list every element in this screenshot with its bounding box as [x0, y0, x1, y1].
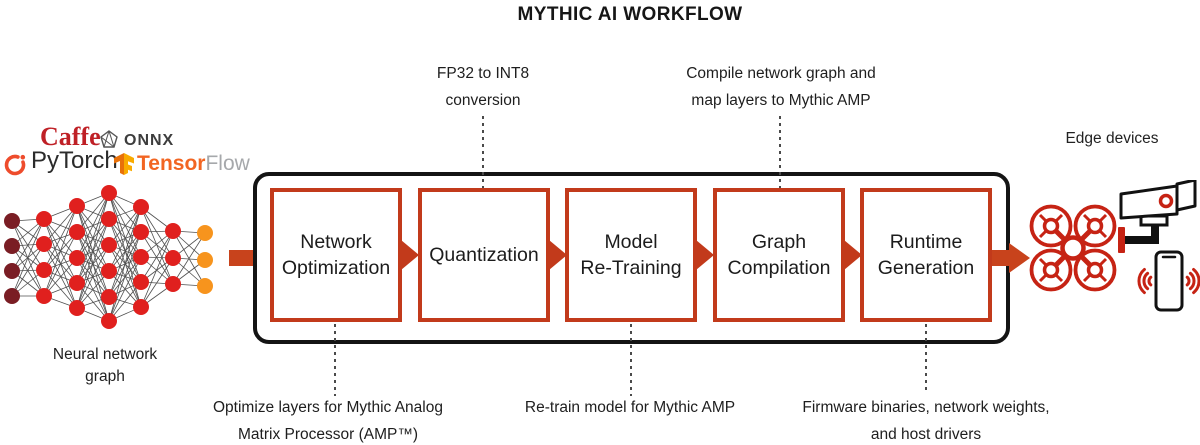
stage-label: Generation	[877, 257, 975, 279]
stage-label: Optimization	[281, 257, 391, 279]
onnx-logo: ONNX	[124, 132, 175, 149]
annotation-line: FP32 to INT8	[436, 65, 530, 82]
stage-arrow-icon	[401, 240, 419, 270]
annotation-compile-graph: Compile network graph and map layers to …	[650, 60, 912, 114]
pytorch-icon	[4, 154, 26, 176]
stage-quantization: Quantization	[418, 188, 550, 322]
tensorflow-icon	[114, 153, 134, 175]
stage-label: Re-Training	[580, 257, 682, 279]
stage-label: Model	[604, 231, 658, 253]
annotation-line: Re-train model for Mythic AMP	[524, 399, 736, 416]
dotted-connector-model-retraining	[630, 324, 632, 396]
annotation-line: and host drivers	[870, 426, 982, 443]
annotation-optimize-layers: Optimize layers for Mythic Analog Matrix…	[173, 394, 483, 445]
annotation-line: conversion	[445, 92, 521, 109]
tensorflow-logo-flow: Flow	[205, 152, 250, 175]
annotation-fp32-int8: FP32 to INT8 conversion	[383, 60, 583, 114]
tensorflow-logo-tensor: Tensor	[137, 152, 206, 175]
page-title: MYTHIC AI WORKFLOW	[517, 4, 743, 25]
drone-icon	[1029, 204, 1117, 292]
stage-arrow-icon	[844, 240, 862, 270]
dotted-connector-graph-compilation	[779, 116, 781, 188]
stage-arrow-icon	[696, 240, 714, 270]
stage-label: Runtime	[889, 231, 963, 253]
annotation-line: Optimize layers for Mythic Analog	[212, 399, 443, 416]
stage-arrow-icon	[549, 240, 567, 270]
stage-label: Graph	[751, 231, 807, 253]
stage-graph-compilation: Graph Compilation	[713, 188, 845, 322]
annotation-line: Matrix Processor (AMP™)	[238, 426, 418, 443]
tensorflow-logo: TensorFlow	[137, 152, 250, 176]
output-arrow-icon	[985, 243, 1030, 273]
annotation-line: Compile network graph and	[686, 65, 876, 82]
stage-label: Compilation	[727, 257, 831, 279]
edge-devices-label: Edge devices	[1065, 130, 1159, 147]
stage-model-retraining: Model Re-Training	[565, 188, 697, 322]
pytorch-logo: PyTorch	[31, 147, 118, 174]
caffe-logo: Caffe	[40, 122, 101, 151]
neural-network-caption-line2: graph	[85, 368, 125, 385]
stage-label: Network	[300, 231, 372, 253]
neural-network-graphic	[4, 185, 213, 329]
dotted-connector-quantization	[482, 116, 484, 188]
stage-runtime-generation: Runtime Generation	[860, 188, 992, 322]
annotation-retrain-model: Re-train model for Mythic AMP	[475, 394, 785, 421]
dotted-connector-runtime-generation	[925, 324, 927, 392]
neural-network-caption-line1: Neural network	[52, 346, 158, 363]
annotation-line: map layers to Mythic AMP	[691, 92, 871, 109]
security-camera-icon	[1118, 180, 1197, 253]
onnx-icon	[100, 130, 118, 148]
annotation-line: Firmware binaries, network weights,	[802, 399, 1050, 416]
dotted-connector-network-optimization	[334, 324, 336, 396]
neural-network-caption: Neural network graph	[15, 344, 195, 388]
stage-label: Quantization	[429, 244, 539, 266]
annotation-firmware-binaries: Firmware binaries, network weights, and …	[771, 394, 1081, 445]
smartphone-icon	[1137, 250, 1200, 312]
stage-network-optimization: Network Optimization	[270, 188, 402, 322]
